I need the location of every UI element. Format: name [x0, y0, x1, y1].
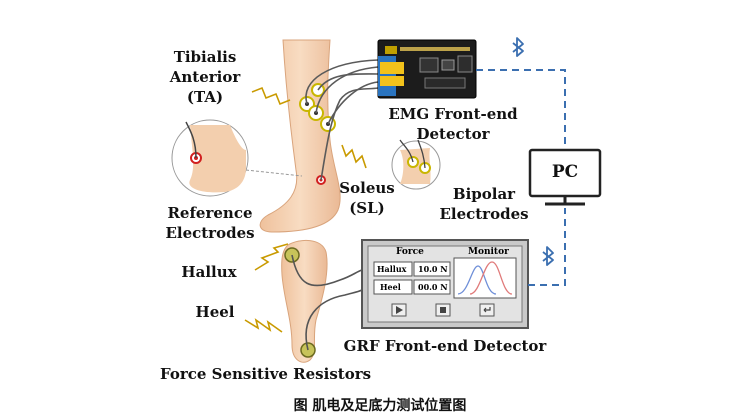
label-force-sensitive-resistors: Force Sensitive Resistors [160, 365, 372, 383]
panel-row-name: Heel [380, 282, 401, 292]
panel-row-value: 00.0 N [418, 282, 448, 292]
label-line: EMG Front-end [388, 105, 518, 123]
label-soleus: Soleus (SL) [332, 178, 402, 218]
label-reference-electrodes: Reference Electrodes [160, 203, 260, 243]
bluetooth-icon [512, 37, 524, 57]
label-grf-front-end-detector: GRF Front-end Detector [343, 337, 547, 355]
force-value: 10.0 [418, 264, 438, 274]
label-hallux: Hallux [181, 263, 237, 281]
label-bipolar-electrodes: Bipolar Electrodes [436, 184, 532, 224]
label-heel: Heel [195, 303, 235, 321]
curve-blue [457, 265, 497, 295]
pointer-zigzags [244, 86, 367, 333]
play-icon [396, 306, 403, 314]
label-line: Anterior [169, 68, 241, 86]
force-value: 00.0 [418, 282, 438, 292]
emg-board [377, 39, 477, 99]
label-line: Electrodes [165, 224, 255, 242]
diagram-svg [171, 37, 602, 363]
curve-red [469, 261, 513, 295]
label-line: Soleus [339, 179, 395, 197]
reference-inset [171, 119, 249, 197]
label-line: (TA) [186, 88, 224, 106]
force-unit: N [440, 282, 448, 292]
stop-icon [440, 307, 446, 313]
label-emg-front-end-detector: EMG Front-end Detector [388, 104, 518, 144]
label-line: (SL) [349, 199, 385, 217]
panel-header-force: Force [396, 247, 424, 257]
bluetooth-icon [542, 246, 554, 266]
panel-row-value: 10.0 N [418, 264, 448, 274]
grf-monitor-panel [361, 239, 529, 329]
label-line: Detector [416, 125, 490, 143]
wireless-links [476, 69, 566, 286]
label-line: Bipolar [452, 185, 516, 203]
pc-monitor-icon [528, 148, 602, 206]
label-tibialis-anterior: Tibialis Anterior (TA) [160, 47, 250, 107]
return-icon [483, 307, 491, 313]
figure-caption: 图 肌电及足底力测试位置图 [293, 398, 467, 414]
label-pc: PC [551, 162, 579, 182]
foot-sole [281, 239, 328, 363]
grf-wires [291, 254, 363, 351]
label-line: Electrodes [439, 205, 529, 223]
panel-row-name: Hallux [377, 264, 407, 274]
force-unit: N [440, 264, 448, 274]
panel-header-monitor: Monitor [468, 247, 509, 257]
diagram-canvas: Tibialis Anterior (TA) EMG Front-end Det… [160, 37, 602, 414]
label-line: Reference [167, 204, 253, 222]
emg-wires [305, 59, 379, 181]
label-line: Tibialis [173, 48, 237, 66]
bipolar-inset [391, 139, 441, 190]
